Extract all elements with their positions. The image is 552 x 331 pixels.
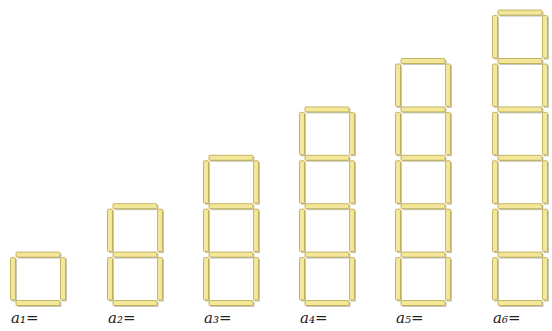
matchstick <box>493 258 498 300</box>
matchstick <box>396 161 401 203</box>
matchstick <box>493 209 498 251</box>
matchstick <box>498 204 542 209</box>
matchstick <box>543 258 548 300</box>
matchstick <box>498 252 542 257</box>
matchstick <box>16 252 60 257</box>
matchstick <box>158 209 163 251</box>
matchstick <box>113 204 157 209</box>
term-label: a₂= <box>108 309 136 327</box>
matchstick <box>401 155 445 160</box>
matchstick <box>543 16 548 58</box>
matchstick <box>401 107 445 112</box>
matchstick <box>401 204 445 209</box>
matchstick <box>16 301 60 306</box>
matchstick <box>300 209 305 251</box>
matchstick <box>543 64 548 106</box>
matchstick <box>305 204 349 209</box>
matchstick <box>305 301 349 306</box>
matchstick <box>350 112 355 154</box>
term-label: a₆= <box>493 309 521 327</box>
term-label: a₅= <box>396 309 424 327</box>
matchstick <box>493 161 498 203</box>
matchstick <box>305 252 349 257</box>
term-label: a₄= <box>300 309 328 327</box>
matchstick <box>158 258 163 300</box>
matchstick <box>254 258 259 300</box>
matchstick <box>209 155 253 160</box>
matchstick <box>300 161 305 203</box>
matchstick <box>209 301 253 306</box>
matchstick <box>305 107 349 112</box>
matchstick <box>204 258 209 300</box>
matchstick <box>209 204 253 209</box>
matchstick <box>543 161 548 203</box>
matchstick <box>498 59 542 64</box>
matchstick <box>493 112 498 154</box>
matchstick <box>300 112 305 154</box>
matchstick <box>204 209 209 251</box>
term-label: a₁= <box>11 309 39 327</box>
matchstick <box>493 64 498 106</box>
matchstick <box>254 161 259 203</box>
matchstick <box>305 155 349 160</box>
matchstick <box>396 209 401 251</box>
matchstick <box>254 209 259 251</box>
matchstick <box>350 161 355 203</box>
matchstick <box>401 59 445 64</box>
matchstick <box>209 252 253 257</box>
matchstick <box>446 64 451 106</box>
matchstick <box>11 258 16 300</box>
matchstick <box>61 258 66 300</box>
matchstick <box>113 301 157 306</box>
matchstick <box>204 161 209 203</box>
matchstick <box>108 209 113 251</box>
matchstick <box>396 112 401 154</box>
matchstick <box>498 155 542 160</box>
matchstick <box>498 107 542 112</box>
matchstick <box>396 258 401 300</box>
matchstick <box>446 112 451 154</box>
matchstick <box>543 112 548 154</box>
matchstick <box>446 209 451 251</box>
matchstick <box>401 301 445 306</box>
matchstick <box>108 258 113 300</box>
matchstick <box>498 10 542 15</box>
matchstick <box>396 64 401 106</box>
matchstick <box>446 161 451 203</box>
matchstick <box>113 252 157 257</box>
matchstick <box>300 258 305 300</box>
matchstick <box>543 209 548 251</box>
matchstick <box>446 258 451 300</box>
matchstick <box>350 209 355 251</box>
matchstick <box>498 301 542 306</box>
matchstick <box>401 252 445 257</box>
matchstick <box>350 258 355 300</box>
term-label: a₃= <box>204 309 232 327</box>
matchstick <box>493 16 498 58</box>
